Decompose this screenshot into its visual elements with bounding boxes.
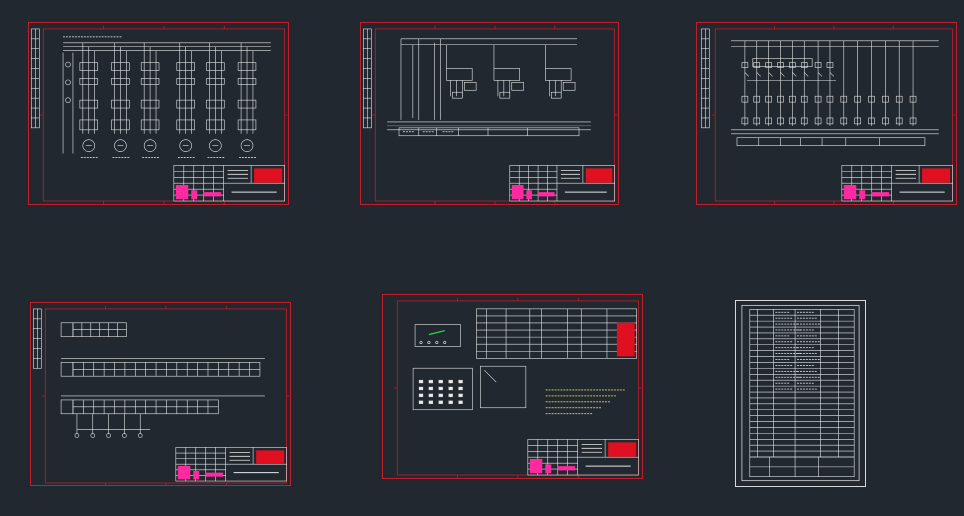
drawing-sheet-panel-layout[interactable]	[382, 294, 643, 479]
drawing-sheet-terminal-wiring[interactable]	[30, 302, 291, 486]
wide-rung-7	[814, 40, 823, 126]
motor-branch-5	[206, 42, 225, 158]
control-circuit-wide-drawing	[701, 25, 956, 204]
wide-rung-1	[741, 40, 750, 126]
motor-branch-1	[79, 42, 98, 158]
wide-rung-5	[789, 40, 797, 126]
wide-rung-9	[840, 40, 848, 126]
title-block-5	[527, 439, 639, 476]
terminal-wiring-drawing	[33, 305, 290, 485]
wide-rung-4	[777, 40, 785, 126]
title-block-3	[841, 165, 953, 202]
wide-rung-6	[800, 40, 809, 126]
terminal-strip-1	[60, 322, 127, 337]
power-circuit-drawing	[31, 25, 288, 204]
drawing-sheet-power-circuit[interactable]	[28, 22, 289, 205]
control-relay-2	[493, 44, 524, 99]
control-circuit-drawing	[363, 25, 618, 204]
terminal-strip-3	[60, 399, 219, 415]
title-block-4	[175, 447, 287, 482]
terminal-strip-2	[60, 362, 261, 377]
wide-rung-2	[753, 40, 761, 126]
drawing-sheet-control-circuit-wide[interactable]	[696, 22, 957, 205]
drawing-sheet-control-circuit[interactable]	[360, 22, 619, 205]
wide-rung-11	[868, 40, 875, 126]
component-table	[476, 308, 637, 359]
title-block-1	[173, 165, 285, 202]
motor-branch-3	[140, 42, 160, 158]
wide-rung-10	[854, 40, 861, 126]
control-relay-1	[446, 44, 477, 99]
wide-rung-12	[882, 40, 889, 126]
motor-branch-4	[176, 42, 195, 158]
wide-rung-3	[765, 40, 773, 126]
parts-list-drawing	[741, 304, 860, 482]
control-relay-3	[545, 44, 576, 99]
motor-branch-6	[237, 42, 257, 158]
motor-branch-2	[111, 42, 130, 158]
wide-rung-13	[895, 40, 903, 126]
drawing-sheet-parts-list[interactable]	[735, 300, 866, 487]
panel-layout-drawing	[394, 297, 642, 478]
wide-rung-8	[826, 40, 835, 126]
parts-table	[749, 309, 855, 458]
title-block-2	[509, 165, 615, 202]
wide-rung-14	[909, 40, 917, 126]
